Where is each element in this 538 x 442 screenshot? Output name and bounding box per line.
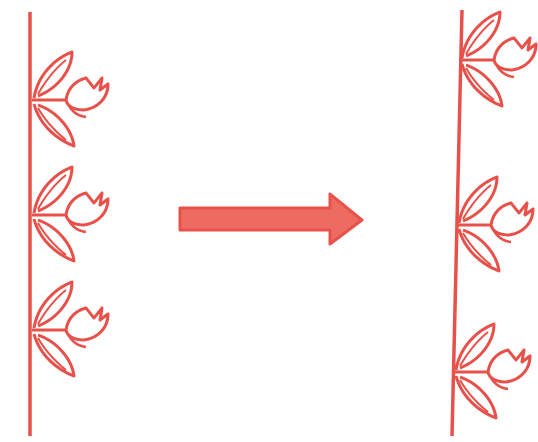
right-flower-1 xyxy=(460,12,536,106)
left-flowers xyxy=(32,52,108,376)
arrow-right-icon xyxy=(180,194,362,244)
left-flower-1 xyxy=(32,52,108,146)
right-flower-2 xyxy=(457,177,533,271)
right-flowers xyxy=(454,12,536,418)
right-branch-group xyxy=(452,10,536,436)
right-flower-3 xyxy=(454,324,530,418)
left-flower-3 xyxy=(32,282,108,376)
transformation-arrow xyxy=(180,194,362,244)
left-branch-group xyxy=(30,12,108,436)
left-flower-2 xyxy=(32,167,108,261)
